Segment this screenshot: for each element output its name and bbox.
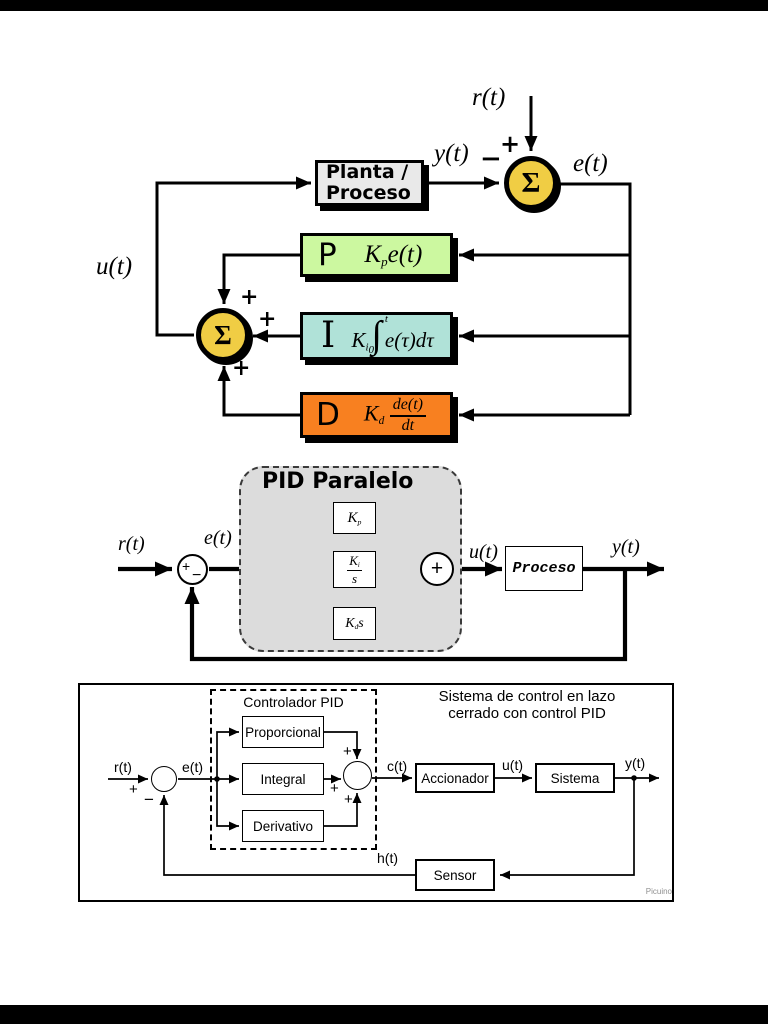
d1-plus-d: + (232, 355, 251, 381)
d3-sum-junction-pid (343, 761, 372, 790)
d3-controller-box (210, 689, 377, 850)
d2-sum-plus: + (430, 557, 444, 580)
d1-p-block: P Kpe(t) (300, 233, 453, 277)
sigma-symbol: Σ (214, 319, 232, 350)
d3-plus-top: + (343, 743, 352, 760)
d2-label-y: y(t) (612, 536, 640, 558)
d3-label-r: r(t) (114, 759, 132, 775)
d3-watermark: Picuino (645, 887, 672, 896)
d1-plus-i: + (258, 306, 277, 332)
d1-plus-p: + (240, 284, 259, 310)
d1-label-y: y(t) (434, 140, 469, 167)
kp-label: Kp (347, 509, 362, 526)
p-formula: Kpe(t) (364, 240, 423, 269)
process-label: Proceso (512, 560, 576, 577)
sigma-symbol: Σ (521, 166, 541, 199)
d2-process-block: Proceso (505, 546, 583, 591)
plant-label: Planta / Proceso (326, 160, 411, 204)
d1-wires (155, 96, 632, 422)
d2-kd-block: Kds (333, 607, 376, 640)
d3-label-h: h(t) (377, 850, 398, 866)
d1-label-e: e(t) (573, 150, 608, 177)
d3-label-e: e(t) (182, 759, 203, 775)
d2-label-e: e(t) (204, 527, 232, 549)
d2-sum-junction-error: + − (177, 554, 208, 585)
d1-label-r: r(t) (472, 84, 506, 111)
d-letter: D (316, 396, 340, 433)
d1-sum-junction-pid: Σ (196, 308, 250, 362)
d2-label-r: r(t) (118, 533, 145, 555)
i-letter: I (321, 315, 336, 356)
d1-minus: − (480, 144, 502, 174)
d3-title-line1: Sistema de control en lazo (438, 688, 616, 705)
d3-outer-box (78, 683, 674, 902)
d3-derivative-block: Derivativo (242, 810, 324, 842)
d3-sum-junction-error (151, 766, 177, 792)
d3-controller-title: Controlador PID (243, 694, 344, 710)
d2-minus: − (192, 567, 202, 584)
d3-plus-bottom: + (344, 791, 353, 808)
d3-label-y: y(t) (625, 755, 646, 771)
d2-sum-junction-output: + (420, 552, 454, 586)
d3-plus-left: + (330, 780, 339, 797)
d3-minus: − (144, 790, 154, 809)
d3-label-u: u(t) (502, 757, 523, 773)
d3-title-line2: cerrado con control PID (448, 705, 606, 722)
d2-plus: + (182, 558, 191, 574)
d3-sensor-block: Sensor (415, 859, 495, 891)
d3-actuator-block: Accionador (415, 763, 495, 793)
d3-wires (108, 727, 659, 880)
d2-title: PID Paralelo (262, 469, 414, 494)
d3-system-block: Sistema (535, 763, 615, 793)
d1-d-block: D Kd de(t)dt (300, 392, 453, 438)
d3-plus-r: + (129, 781, 138, 798)
d2-label-u: u(t) (469, 541, 498, 563)
letterbox-bottom (0, 1005, 768, 1024)
p-letter: P (318, 236, 337, 273)
letterbox-top (0, 0, 768, 11)
kd-label: Kds (345, 615, 364, 631)
d1-plant-block: Planta / Proceso (315, 160, 424, 206)
d3-integral-block: Integral (242, 763, 324, 795)
d1-label-u: u(t) (96, 253, 133, 280)
d1-sum-junction-error: Σ (504, 156, 558, 210)
d-formula: Kd de(t)dt (340, 396, 450, 434)
d2-kp-block: Kp (333, 502, 376, 534)
d3-label-c: c(t) (387, 758, 408, 774)
d3-proportional-block: Proporcional (242, 716, 324, 748)
d1-plus-top: + (500, 129, 521, 158)
